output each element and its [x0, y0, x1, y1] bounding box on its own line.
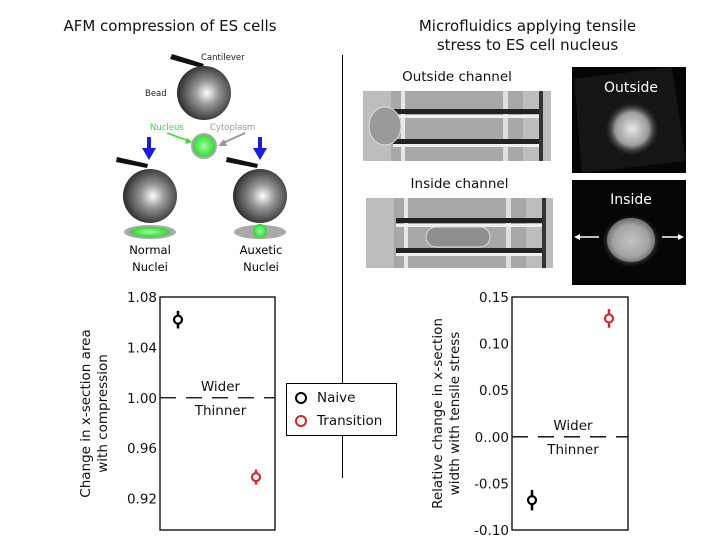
- outside-label: Outside: [604, 80, 658, 96]
- auxetic-label: Auxetic: [240, 243, 283, 257]
- legend-label: Naive: [317, 390, 356, 406]
- y-tick-label: 0.10: [479, 337, 509, 353]
- right-title-line1: Microfluidics applying tensile: [418, 17, 637, 35]
- wider-annotation: Wider: [201, 379, 241, 395]
- y-tick-label: 0.92: [127, 492, 157, 508]
- y-axis-label: width with tensile stress: [447, 332, 463, 496]
- thinner-annotation: Thinner: [546, 442, 599, 458]
- cytoplasm-arrow: [222, 132, 246, 144]
- normal-compression-bead: [116, 157, 177, 239]
- inside-channel-label: Inside channel: [410, 176, 509, 192]
- legend-item-transition: Transition: [295, 413, 382, 429]
- nucleus-label: Nucleus: [150, 123, 184, 133]
- data-point-transition: [603, 313, 615, 324]
- y-tick-label: 1.04: [127, 340, 157, 356]
- naive-marker-icon: [295, 392, 307, 404]
- legend-item-naive: Naive: [295, 390, 355, 406]
- legend-label: Transition: [317, 413, 383, 429]
- right-title-line2: stress to ES cell nucleus: [436, 36, 619, 54]
- normal-label: Normal: [129, 243, 171, 257]
- y-axis-label: Change in x-section area: [78, 329, 94, 497]
- y-tick-label: 0.05: [479, 383, 509, 399]
- y-tick-label: 0..00: [475, 430, 509, 446]
- y-tick-label: 0.15: [479, 290, 509, 306]
- auxetic-compression-bead: [226, 157, 287, 239]
- data-point-naive: [526, 495, 538, 506]
- transition-marker-icon: [295, 415, 307, 427]
- right-panel-title: Microfluidics applying tensile stress to…: [355, 17, 700, 55]
- y-tick-label: 0.96: [127, 441, 157, 457]
- outside-nucleus-image: Outside: [572, 67, 686, 173]
- plot-frame: [511, 296, 629, 531]
- afm-diagram: Cantilever Bead Nucleus Cytoplasm Normal…: [116, 53, 287, 274]
- y-tick-label: 1.00: [127, 391, 157, 407]
- right-arrow-icon: [662, 234, 684, 240]
- y-axis-label: with compression: [95, 354, 111, 473]
- blue-arrow-icon: [253, 137, 267, 160]
- outside-channel-image: [363, 91, 551, 161]
- panel-divider: [342, 55, 343, 478]
- inside-nucleus-image: Inside: [572, 180, 686, 285]
- cantilever-label: Cantilever: [201, 53, 245, 63]
- bead-label: Bead: [145, 89, 167, 99]
- plot-frame: [159, 296, 276, 531]
- y-tick-label: -0.05: [474, 476, 509, 492]
- top-bead: [170, 54, 231, 120]
- normal-nuclei-label: Nuclei: [132, 260, 168, 274]
- auxetic-nuclei-label: Nuclei: [243, 260, 279, 274]
- inside-channel-image: [366, 198, 553, 268]
- y-axis-label: Relative change in x-section: [430, 318, 446, 509]
- data-point-transition: [250, 472, 262, 483]
- thinner-annotation: Thinner: [194, 403, 247, 419]
- wider-annotation: Wider: [553, 418, 593, 434]
- inside-label: Inside: [610, 192, 652, 208]
- cell-nucleus: [191, 133, 217, 159]
- data-point-naive: [172, 314, 184, 325]
- cytoplasm-label: Cytoplasm: [210, 123, 255, 133]
- outside-channel-label: Outside channel: [402, 69, 512, 85]
- legend: Naive Transition: [286, 383, 397, 436]
- y-tick-label: 1.08: [127, 290, 157, 306]
- blue-arrow-icon: [142, 137, 156, 160]
- left-panel-title: AFM compression of ES cells: [63, 17, 277, 35]
- left-arrow-icon: [574, 234, 599, 240]
- y-tick-label: -0.10: [474, 523, 509, 539]
- nucleus-arrow: [166, 132, 190, 142]
